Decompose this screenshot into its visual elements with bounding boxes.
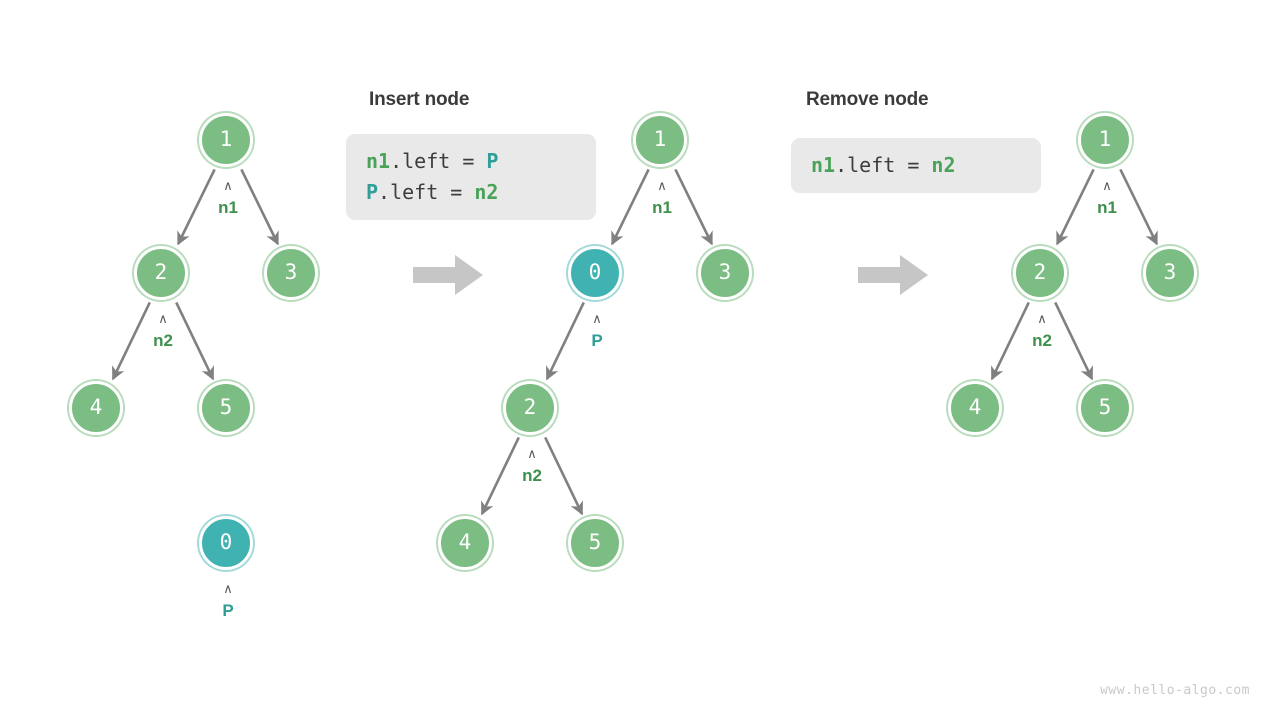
code-token-var: n2: [474, 180, 499, 204]
tree-node-i2[interactable]: 2: [503, 381, 557, 435]
pointer-name: P: [591, 331, 603, 350]
pointer-label-n2: ∧ n2: [492, 448, 572, 484]
tree-node-b0[interactable]: 0: [199, 516, 253, 570]
tree-node-value: 0: [588, 260, 602, 284]
pointer-label-p: ∧P: [188, 583, 268, 619]
pointer-name: n2: [153, 331, 173, 350]
tree-node-value: 1: [1098, 127, 1112, 151]
tree-node-i5[interactable]: 5: [568, 516, 622, 570]
tree-node-i3[interactable]: 3: [698, 246, 752, 300]
pointer-name: P: [222, 601, 234, 620]
code-token-var: n1: [811, 153, 836, 177]
caret-up-icon: ∧: [592, 312, 602, 327]
tree-node-value: 5: [588, 530, 602, 554]
tree-node-r4[interactable]: 4: [948, 381, 1002, 435]
pointer-label-p: ∧P: [557, 313, 637, 349]
code-token-plain: .left =: [835, 153, 932, 177]
tree-node-value: 2: [523, 395, 537, 419]
tree-node-value: 1: [219, 127, 233, 151]
tree-node-value: 4: [968, 395, 982, 419]
tree-node-value: 3: [718, 260, 732, 284]
code-token-var: n2: [931, 153, 956, 177]
code-line: n1.left = P: [366, 146, 576, 177]
tree-node-value: 5: [219, 395, 233, 419]
code-token-plain: .left =: [378, 180, 475, 204]
caret-up-icon: ∧: [223, 582, 233, 597]
caret-up-icon: ∧: [527, 447, 537, 462]
pointer-label-n1: ∧ n1: [622, 180, 702, 216]
tree-node-b1[interactable]: 1: [199, 113, 253, 167]
tree-node-r5[interactable]: 5: [1078, 381, 1132, 435]
tree-node-value: 3: [1163, 260, 1177, 284]
code-box-remove: n1.left = n2: [791, 138, 1041, 193]
pointer-label-n2: ∧ n2: [123, 313, 203, 349]
pointer-name: n1: [1097, 198, 1117, 217]
transition-arrow-remove: [858, 255, 928, 295]
tree-node-value: 0: [219, 530, 233, 554]
caret-up-icon: ∧: [223, 179, 233, 194]
panel-title-insert: Insert node: [369, 89, 470, 110]
tree-node-value: 4: [89, 395, 103, 419]
tree-node-b2[interactable]: 2: [134, 246, 188, 300]
tree-node-value: 1: [653, 127, 667, 151]
caret-up-icon: ∧: [657, 179, 667, 194]
tree-node-b4[interactable]: 4: [69, 381, 123, 435]
code-token-var: n1: [366, 149, 391, 173]
code-token-plain: .left =: [390, 149, 487, 173]
pointer-name: n2: [522, 466, 542, 485]
code-token-p: P: [366, 180, 379, 204]
tree-node-r2[interactable]: 2: [1013, 246, 1067, 300]
code-line: n1.left = n2: [811, 150, 1021, 181]
watermark: www.hello-algo.com: [1100, 683, 1250, 698]
tree-node-i4[interactable]: 4: [438, 516, 492, 570]
tree-node-value: 2: [1033, 260, 1047, 284]
caret-up-icon: ∧: [1102, 179, 1112, 194]
pointer-name: n1: [218, 198, 238, 217]
tree-node-i1[interactable]: 1: [633, 113, 687, 167]
caret-up-icon: ∧: [1037, 312, 1047, 327]
panel-title-remove: Remove node: [806, 89, 929, 110]
tree-node-b3[interactable]: 3: [264, 246, 318, 300]
code-line: P.left = n2: [366, 177, 576, 208]
tree-node-value: 5: [1098, 395, 1112, 419]
tree-node-i0[interactable]: 0: [568, 246, 622, 300]
transition-arrow-insert: [413, 255, 483, 295]
tree-node-value: 2: [154, 260, 168, 284]
tree-node-r1[interactable]: 1: [1078, 113, 1132, 167]
tree-node-b5[interactable]: 5: [199, 381, 253, 435]
pointer-label-n2: ∧ n2: [1002, 313, 1082, 349]
tree-node-value: 4: [458, 530, 472, 554]
pointer-label-n1: ∧ n1: [1067, 180, 1147, 216]
pointer-label-n1: ∧ n1: [188, 180, 268, 216]
pointer-name: n1: [652, 198, 672, 217]
caret-up-icon: ∧: [158, 312, 168, 327]
tree-node-value: 3: [284, 260, 298, 284]
tree-node-r3[interactable]: 3: [1143, 246, 1197, 300]
code-token-p: P: [486, 149, 499, 173]
pointer-name: n2: [1032, 331, 1052, 350]
